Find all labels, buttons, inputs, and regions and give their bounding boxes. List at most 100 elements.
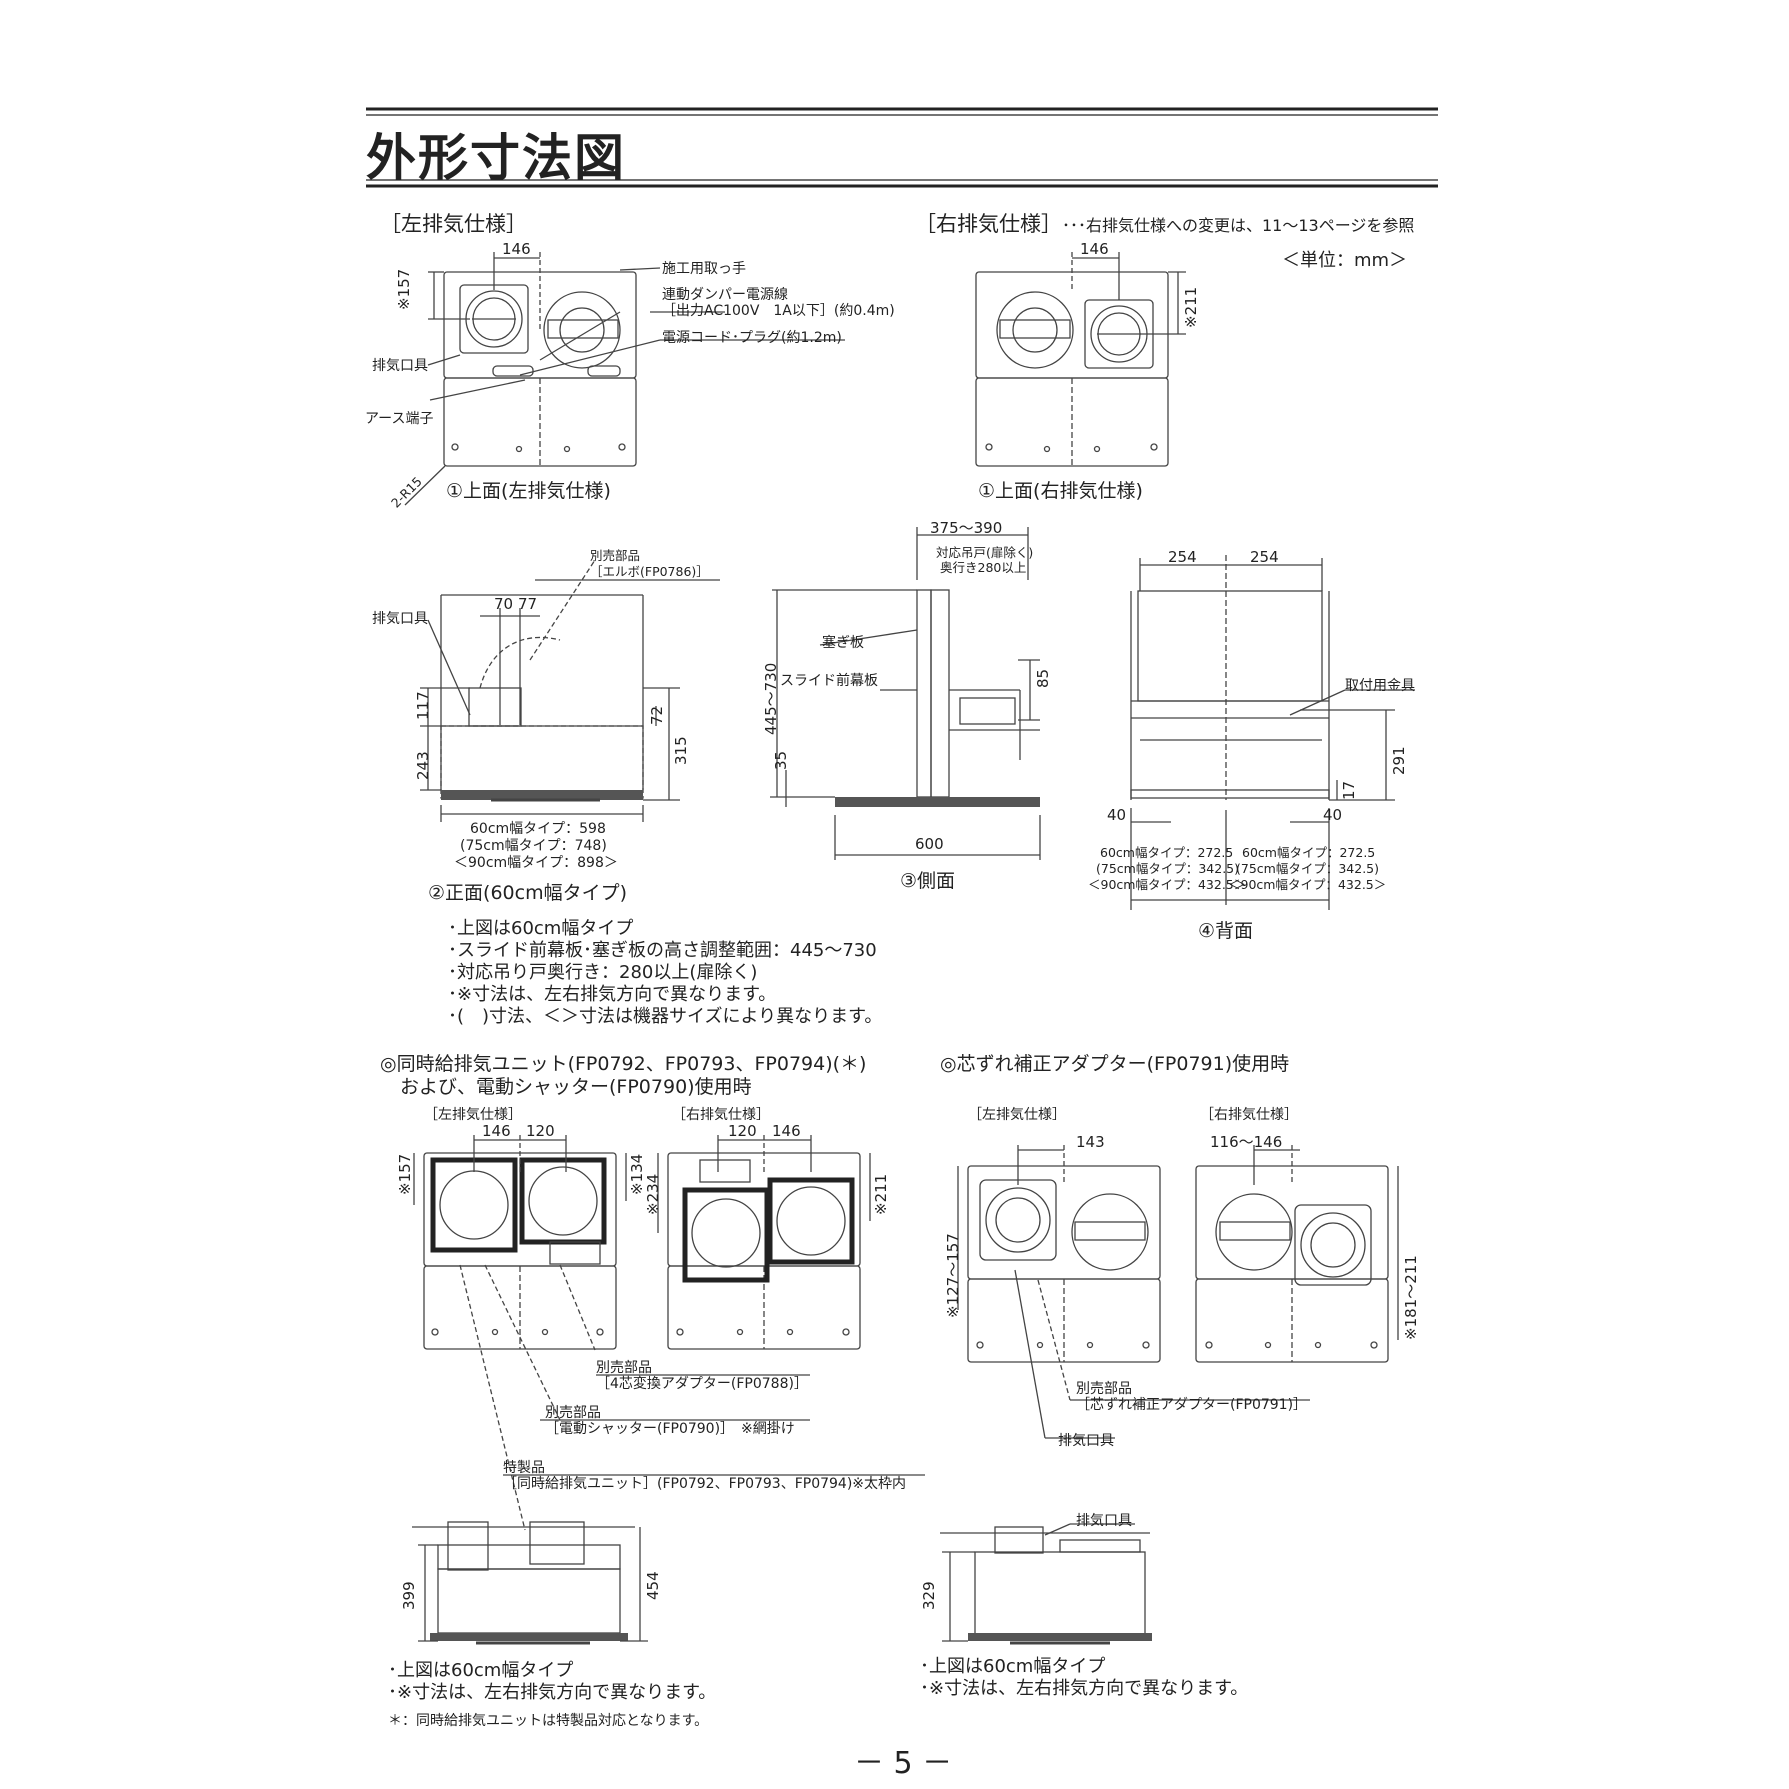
unit-part1-label: 別売部品 bbox=[596, 1360, 652, 1376]
fr-dim-72: 72 bbox=[648, 705, 666, 725]
unit-section-title: ◎同時給排気ユニット(FP0792、FP0793、FP0794)(＊) bbox=[380, 1053, 867, 1075]
tl-earth-label: アース端子 bbox=[365, 411, 434, 427]
bk-dim-40-right: 40 bbox=[1323, 806, 1343, 824]
fr-width-75: (75cm幅タイプ：748) bbox=[460, 838, 607, 854]
adapter-dim-181: ※181～211 bbox=[1402, 1255, 1420, 1340]
unit-r-dim-120: 120 bbox=[728, 1122, 757, 1140]
adapter-dim-116: 116～146 bbox=[1210, 1133, 1283, 1151]
sd-dim-445: 445～730 bbox=[762, 662, 780, 735]
front-view bbox=[420, 559, 720, 822]
tl-handle-label: 施工用取っ手 bbox=[662, 261, 746, 277]
unit-top-view-right bbox=[657, 1135, 871, 1350]
right-spec-label: ［右排気仕様］ bbox=[915, 212, 1062, 236]
top-view-left bbox=[404, 252, 845, 506]
tr-caption: ①上面(右排気仕様) bbox=[978, 480, 1143, 502]
bk-left-60: 60cm幅タイプ：272.5 bbox=[1100, 845, 1234, 860]
fr-dim-77: 77 bbox=[518, 595, 538, 613]
adapter-left-label: ［左排気仕様］ bbox=[968, 1107, 1066, 1123]
fr-dim-117: 117 bbox=[414, 691, 432, 720]
unit-part2-label: 別売部品 bbox=[545, 1405, 601, 1421]
adapter-note-1: ･上図は60cm幅タイプ bbox=[920, 1656, 1106, 1677]
bk-caption: ④背面 bbox=[1198, 920, 1254, 942]
fr-part-name: ［エルボ(FP0786)］ bbox=[590, 564, 709, 579]
adapter-note-2: ･※寸法は、左右排気方向で異なります。 bbox=[920, 1678, 1249, 1699]
unit-label: ＜単位：mm＞ bbox=[1282, 250, 1408, 271]
fr-dim-70: 70 bbox=[494, 595, 514, 613]
tl-exhaust-label: 排気口具 bbox=[372, 358, 428, 374]
note-5: ･( )寸法、＜＞寸法は機器サイズにより異なります。 bbox=[448, 1006, 883, 1027]
left-spec-heading: ［左排気仕様］ bbox=[380, 212, 527, 236]
unit-l-dim-146: 146 bbox=[482, 1122, 511, 1140]
right-spec-note: ･･･右排気仕様への変更は、11～13ページを参照 bbox=[1062, 216, 1415, 235]
sd-cabinet-note2: 奥行き280以上 bbox=[940, 560, 1027, 575]
fr-part-label: 別売部品 bbox=[590, 548, 641, 563]
tr-dim-146: 146 bbox=[1080, 240, 1109, 258]
title-rules bbox=[366, 107, 1438, 188]
note-3: ･対応吊り戸奥行き：280以上(扉除く) bbox=[448, 962, 758, 983]
unit-part3-name: ［同時給排気ユニット］(FP0792、FP0793、FP0794)※太枠内 bbox=[503, 1476, 907, 1492]
unit-part3-label: 特製品 bbox=[503, 1460, 545, 1476]
tl-caption: ①上面(左排気仕様) bbox=[446, 480, 611, 502]
bk-dim-17: 17 bbox=[1340, 780, 1358, 800]
adapter-front-view bbox=[940, 1523, 1152, 1645]
unit-right-label: ［右排気仕様］ bbox=[672, 1107, 770, 1123]
unit-dim-454: 454 bbox=[644, 1571, 662, 1600]
bk-dim-291: 291 bbox=[1390, 746, 1408, 775]
tr-dim-211: ※211 bbox=[1182, 286, 1200, 328]
bk-bracket-label: 取付用金具 bbox=[1345, 678, 1415, 694]
adapter-section-title: ◎芯ずれ補正アダプター(FP0791)使用時 bbox=[940, 1053, 1290, 1075]
fr-exhaust-label: 排気口具 bbox=[372, 611, 428, 627]
adapter-top-view-left bbox=[957, 1145, 1310, 1439]
unit-section-subtitle: および、電動シャッター(FP0790)使用時 bbox=[400, 1076, 752, 1098]
bk-dim-254-left: 254 bbox=[1168, 548, 1197, 566]
tl-dim-146: 146 bbox=[502, 240, 531, 258]
bk-right-60: 60cm幅タイプ：272.5 bbox=[1242, 845, 1376, 860]
tl-dim-157: ※157 bbox=[395, 268, 413, 310]
unit-dim-399: 399 bbox=[400, 1581, 418, 1610]
bk-dim-254-right: 254 bbox=[1250, 548, 1279, 566]
sd-cabinet-note1: 対応吊戸(扉除く) bbox=[936, 545, 1034, 560]
unit-front-view bbox=[412, 1521, 648, 1645]
adapter-exhaust-label-front: 排気口具 bbox=[1076, 1513, 1132, 1529]
unit-top-view-left bbox=[413, 1135, 925, 1531]
sd-caption: ③側面 bbox=[900, 870, 956, 892]
side-view bbox=[770, 527, 1041, 860]
sd-dim-35: 35 bbox=[772, 750, 790, 770]
page-number: － 5 － bbox=[854, 1746, 953, 1781]
bk-left-75: (75cm幅タイプ：342.5) bbox=[1096, 861, 1239, 876]
adapter-part-name: ［芯ずれ補正アダプター(FP0791)］ bbox=[1076, 1397, 1308, 1413]
fr-dim-243: 243 bbox=[414, 751, 432, 780]
bk-left-90: ＜90cm幅タイプ：432.5＞ bbox=[1088, 877, 1247, 892]
adapter-exhaust-label: 排気口具 bbox=[1058, 1433, 1114, 1449]
adapter-dim-329: 329 bbox=[920, 1581, 938, 1610]
unit-part2-name: ［電動シャッター(FP0790)］ ※網掛け bbox=[545, 1421, 795, 1437]
unit-left-label: ［左排気仕様］ bbox=[424, 1107, 522, 1123]
adapter-right-label: ［右排気仕様］ bbox=[1200, 1107, 1298, 1123]
unit-note-1: ･上図は60cm幅タイプ bbox=[388, 1660, 574, 1681]
tl-cord-label: 電源コード･プラグ(約1.2m) bbox=[662, 330, 842, 346]
adapter-dim-127: ※127～157 bbox=[944, 1233, 962, 1318]
note-2: ･スライド前幕板･塞ぎ板の高さ調整範囲：445～730 bbox=[448, 940, 877, 961]
bk-right-75: (75cm幅タイプ：342.5) bbox=[1236, 861, 1379, 876]
tl-damper-spec: ［出力AC100V 1A以下］(約0.4m) bbox=[662, 303, 895, 319]
right-spec-heading: ［右排気仕様］･･･右排気仕様への変更は、11～13ページを参照 bbox=[915, 208, 1414, 238]
adapter-dim-143: 143 bbox=[1076, 1133, 1105, 1151]
fr-width-90: ＜90cm幅タイプ：898＞ bbox=[454, 855, 618, 871]
unit-r-dim-211: ※211 bbox=[872, 1173, 890, 1215]
sd-dim-600: 600 bbox=[915, 835, 944, 853]
unit-note-2: ･※寸法は、左右排気方向で異なります。 bbox=[388, 1682, 717, 1703]
fr-dim-315: 315 bbox=[672, 736, 690, 765]
unit-r-dim-146: 146 bbox=[772, 1122, 801, 1140]
unit-note-3: ＊：同時給排気ユニットは特製品対応となります。 bbox=[388, 1713, 709, 1729]
top-view-right bbox=[975, 252, 1186, 467]
fr-width-60: 60cm幅タイプ：598 bbox=[470, 821, 606, 837]
back-view bbox=[1130, 555, 1415, 910]
unit-part1-name: ［4芯変換アダプター(FP0788)］ bbox=[596, 1376, 808, 1392]
sd-plug-label: 塞ぎ板 bbox=[822, 635, 864, 651]
adapter-part-label: 別売部品 bbox=[1076, 1381, 1132, 1397]
sd-dim-85: 85 bbox=[1034, 668, 1052, 688]
bk-dim-40-left: 40 bbox=[1107, 806, 1127, 824]
note-1: ･上図は60cm幅タイプ bbox=[448, 918, 634, 939]
page-title: 外形寸法図 bbox=[366, 129, 626, 187]
